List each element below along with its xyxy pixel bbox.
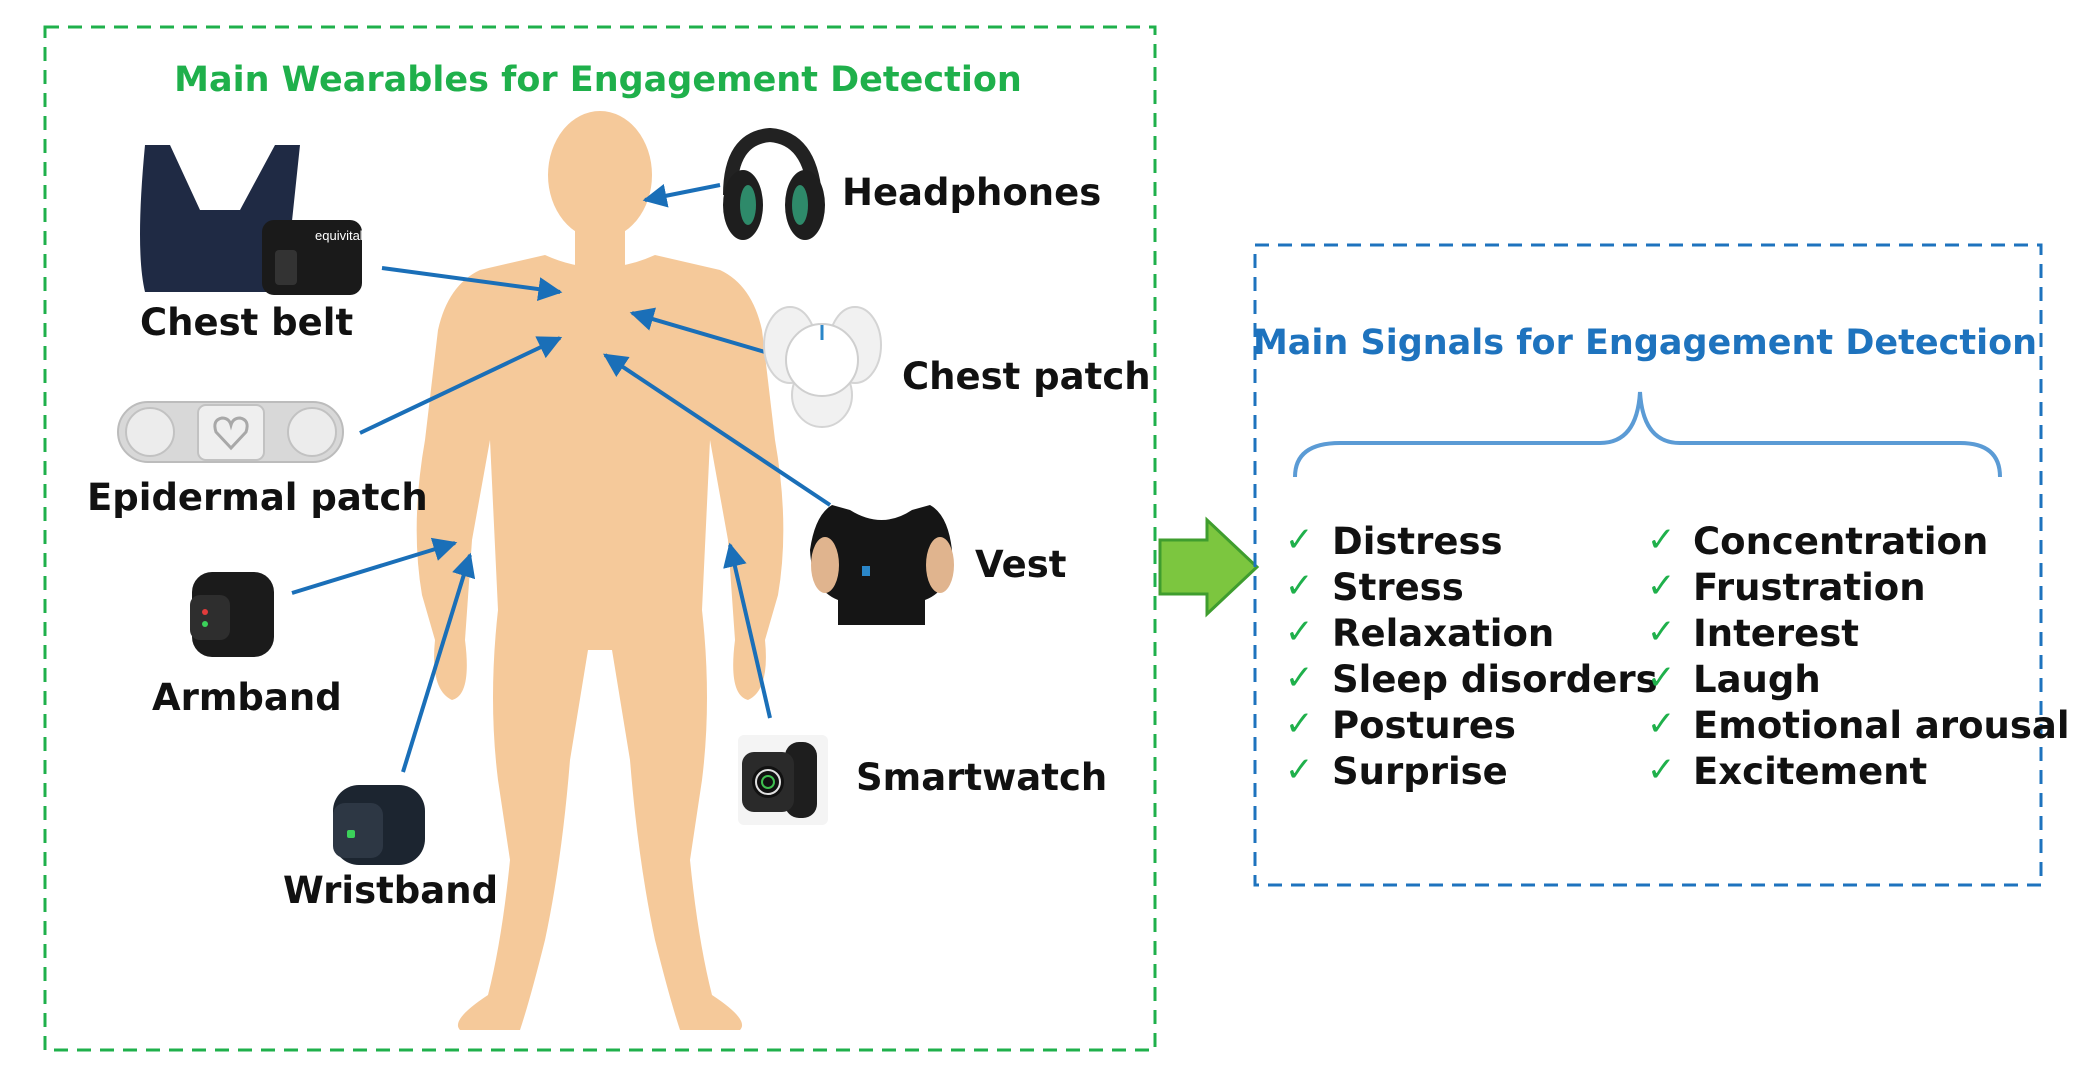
signal-item: Surprise <box>1332 750 1508 793</box>
big-green-arrow <box>1158 516 1260 618</box>
epidermal-patch-icon <box>117 401 344 463</box>
wristband-icon <box>333 785 425 865</box>
smartwatch-icon <box>738 735 828 825</box>
check-icon: ✓ <box>1285 612 1314 652</box>
arrow-chest-patch <box>629 307 766 354</box>
check-icon: ✓ <box>1647 750 1676 790</box>
signal-item: Postures <box>1332 704 1516 747</box>
vest-icon <box>810 505 954 625</box>
wearables-frame <box>43 25 1157 1052</box>
arrow-smartwatch <box>723 542 772 719</box>
label-chest-belt: Chest belt <box>140 301 353 344</box>
label-wristband: Wristband <box>283 869 498 912</box>
arrow-chest-belt <box>381 266 563 302</box>
label-epidermal-patch: Epidermal patch <box>87 476 428 519</box>
signal-item: Concentration <box>1693 520 1988 563</box>
signals-frame <box>1253 243 2043 887</box>
armband-icon <box>190 572 274 657</box>
signal-item: Stress <box>1332 566 1464 609</box>
label-smartwatch: Smartwatch <box>856 756 1107 799</box>
headphones-icon <box>723 127 825 240</box>
chest-patch-icon <box>763 306 882 428</box>
check-icon: ✓ <box>1647 612 1676 652</box>
check-icon: ✓ <box>1285 704 1314 744</box>
wearables-title: Main Wearables for Engagement Detection <box>174 60 1022 100</box>
signal-item: Laugh <box>1693 658 1821 701</box>
chest-belt-icon: equivital <box>140 145 363 295</box>
arrow-wristband <box>401 552 476 773</box>
signal-item: Relaxation <box>1332 612 1554 655</box>
label-chest-patch: Chest patch <box>902 355 1151 398</box>
signal-item: Distress <box>1332 520 1503 563</box>
signal-item: Sleep disorders <box>1332 658 1658 701</box>
chest-belt-logo-text: equivital <box>315 228 363 243</box>
check-icon: ✓ <box>1285 566 1314 606</box>
check-icon: ✓ <box>1285 658 1314 698</box>
curly-brace <box>1293 391 2002 478</box>
human-body-silhouette <box>416 111 784 1030</box>
signal-item: Interest <box>1693 612 1859 655</box>
signals-title: Main Signals for Engagement Detection <box>1253 323 2037 363</box>
arrow-epidermal-patch <box>359 336 563 435</box>
arrow-headphones <box>642 183 721 208</box>
signal-item: Emotional arousal <box>1693 704 2070 747</box>
check-icon: ✓ <box>1647 658 1676 698</box>
arrow-armband <box>291 537 458 595</box>
label-vest: Vest <box>975 543 1066 586</box>
check-icon: ✓ <box>1647 520 1676 560</box>
check-icon: ✓ <box>1647 704 1676 744</box>
arrow-vest <box>603 353 832 507</box>
label-armband: Armband <box>152 676 342 719</box>
check-icon: ✓ <box>1647 566 1676 606</box>
signal-item: Frustration <box>1693 566 1926 609</box>
label-headphones: Headphones <box>842 171 1101 214</box>
signals-column-2: ✓ Concentration ✓ Frustration ✓ Interest… <box>1647 520 2070 793</box>
check-icon: ✓ <box>1285 520 1314 560</box>
signals-column-1: ✓ Distress ✓ Stress ✓ Relaxation ✓ Sleep… <box>1285 520 1658 793</box>
check-icon: ✓ <box>1285 750 1314 790</box>
signal-item: Excitement <box>1693 750 1927 793</box>
